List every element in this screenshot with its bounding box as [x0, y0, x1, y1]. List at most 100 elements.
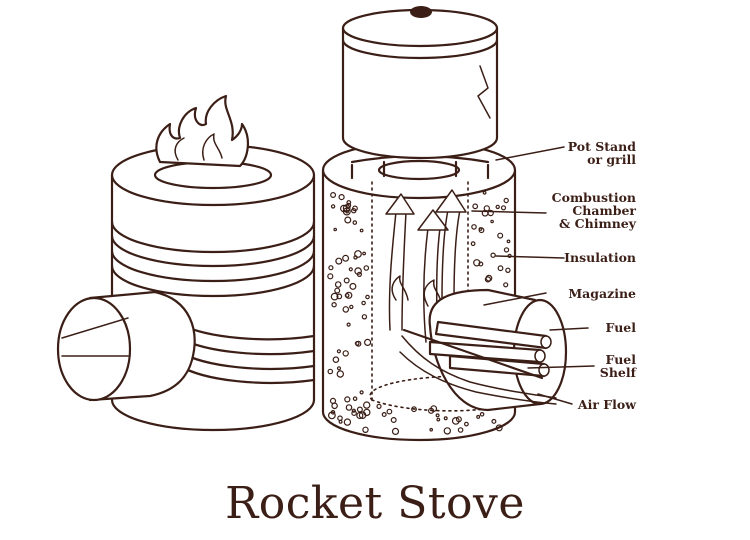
insulation-dot: [336, 349, 341, 354]
label-magazine: Magazine: [568, 287, 636, 300]
insulation-dot: [336, 366, 342, 371]
insulation-dot: [476, 414, 481, 419]
insulation-dot: [487, 209, 494, 217]
pot-lid-rim: [341, 38, 499, 60]
insulation-dot: [503, 247, 510, 253]
insulation-dot: [356, 411, 364, 420]
air-flow-line: [399, 351, 557, 405]
insulation-dot: [363, 265, 370, 271]
insulation-dot: [365, 294, 370, 300]
leader-lines: [471, 146, 595, 405]
diagram-title: Rocket Stove: [225, 478, 525, 529]
insulation-dot: [336, 370, 344, 378]
insulation-dot: [336, 293, 343, 300]
insulation-dot: [362, 251, 367, 256]
insulation-dot: [352, 396, 358, 402]
insulation-dot: [334, 281, 342, 288]
insulation-dot: [349, 304, 354, 310]
pot-highlight: [477, 65, 491, 119]
chimney-opening: [377, 159, 461, 181]
insulation-dot: [356, 406, 363, 413]
band: [110, 249, 316, 283]
insulation-dot: [327, 368, 334, 375]
insulation-dot: [443, 416, 448, 421]
insulation-dot: [491, 418, 497, 424]
insulation-dot: [343, 277, 350, 284]
insulation-dot: [386, 408, 393, 415]
insulation-dot: [451, 417, 460, 425]
insulation-dots: [327, 190, 512, 435]
insulation-dot: [342, 306, 350, 313]
arrow-head: [385, 193, 415, 215]
air-flow-arrow: [441, 209, 461, 301]
label-air-flow: Air Flow: [578, 398, 636, 411]
insulation-dot: [505, 267, 511, 273]
insulation-dot: [364, 338, 372, 346]
insulation-dot: [330, 204, 336, 209]
label-line: & Chimney: [559, 216, 636, 231]
insulation-dot: [435, 413, 440, 418]
label-line: Fuel: [605, 320, 636, 335]
insulation-dot: [490, 252, 496, 258]
label-fuel: Fuel: [606, 321, 636, 334]
band: [110, 220, 316, 254]
insulation-dot: [362, 426, 369, 433]
insulation-dot: [346, 322, 351, 327]
insulation-dot: [482, 190, 487, 195]
insulation-dot: [354, 250, 362, 258]
band: [178, 364, 316, 384]
pot-body: [341, 26, 499, 160]
insulation-dot: [354, 267, 362, 275]
insulation-dot: [330, 292, 339, 301]
flame-icon: [155, 94, 249, 168]
insulation-dot: [330, 192, 337, 199]
inner-flame-icon: [391, 275, 443, 307]
insulation-dot: [500, 205, 507, 211]
label-line: Chamber: [572, 203, 636, 218]
feed-tube-shelf: [61, 317, 129, 357]
insulation-dot: [338, 419, 343, 424]
arrow-head: [435, 189, 467, 213]
insulation-dot: [361, 300, 366, 306]
insulation-dot: [359, 390, 364, 395]
label-insulation: Insulation: [564, 251, 636, 264]
insulation-dot: [436, 417, 441, 422]
air-flow-arrow: [388, 211, 407, 331]
insulation-dot: [354, 341, 360, 346]
insulation-dot: [332, 356, 340, 364]
insulation-dot: [472, 203, 479, 210]
insulation-dot: [503, 197, 509, 204]
label-line: or grill: [587, 152, 636, 167]
insulation-dot: [361, 314, 368, 320]
exterior-stove: [56, 94, 316, 432]
insulation-dot: [484, 276, 491, 283]
insulation-dot: [333, 227, 338, 232]
label-line: Fuel: [605, 352, 636, 367]
insulation-dot: [478, 227, 483, 231]
insulation-dot: [457, 427, 464, 433]
insulation-dot: [349, 282, 357, 290]
label-fuel-shelf: Fuel Shelf: [600, 353, 636, 379]
insulation-dot: [363, 401, 371, 409]
insulation-dot: [376, 403, 382, 409]
insulation-dot: [328, 265, 334, 271]
insulation-dot: [342, 254, 350, 262]
insulation-dot: [342, 350, 349, 357]
insulation-dot: [390, 417, 397, 424]
insulation-dot: [330, 409, 336, 415]
label-line: Shelf: [599, 365, 636, 380]
insulation-dot: [503, 282, 509, 288]
insulation-dot: [359, 228, 364, 233]
insulation-dot: [335, 257, 343, 265]
insulation-dot: [331, 402, 338, 410]
insulation-dot: [473, 259, 481, 267]
label-line: Combustion: [551, 190, 636, 205]
feed-tube-opening: [56, 296, 132, 402]
insulation-dot: [340, 204, 348, 213]
insulation-dot: [495, 424, 503, 432]
label-pot-stand: Pot Stand or grill: [568, 140, 636, 166]
insulation-dot: [352, 220, 358, 225]
insulation-dot: [495, 204, 500, 210]
insulation-dot: [497, 265, 504, 272]
